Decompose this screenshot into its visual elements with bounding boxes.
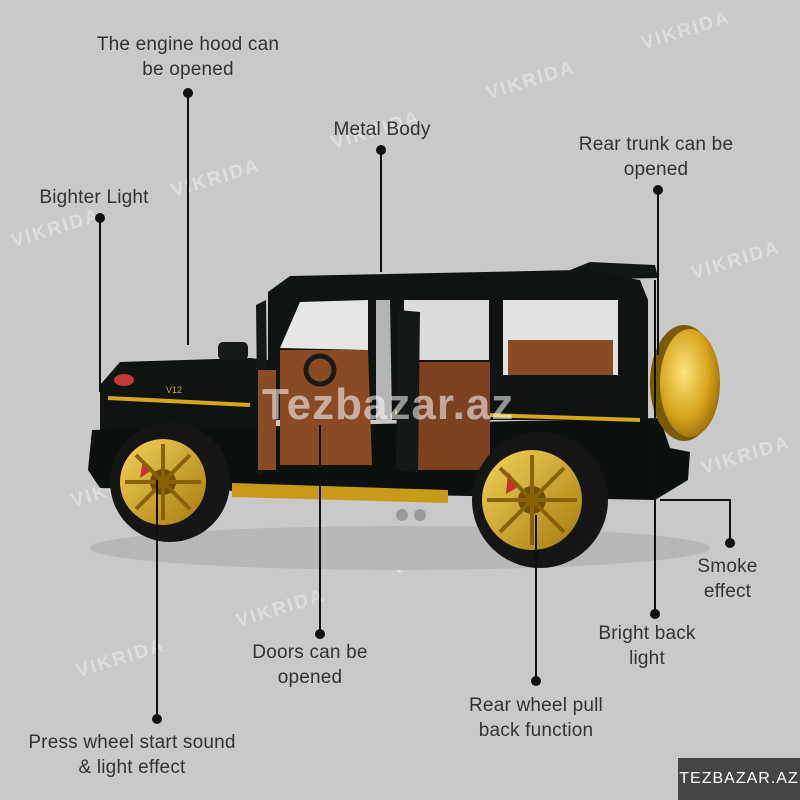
callout-brighter-light: Bighter Light <box>39 187 149 208</box>
callout-engine-hood: The engine hood can be opened <box>96 34 280 80</box>
callout-press-wheel: Press wheel start sound & light effect <box>28 732 236 778</box>
callout-lines <box>99 93 731 718</box>
callout-smoke-effect: Smoke effect <box>697 556 758 602</box>
badge-text: V12 <box>166 385 182 395</box>
site-badge: TEZBAZAR.AZ <box>678 758 800 800</box>
callout-dots <box>95 88 735 724</box>
callout-doors: Doors can be opened <box>252 642 368 688</box>
front-wheel <box>110 422 230 542</box>
rear-wheel <box>472 432 608 568</box>
car-interior <box>256 300 618 475</box>
spare-wheel <box>650 325 720 441</box>
callout-bright-back-light: Bright back light <box>598 623 696 669</box>
callout-metal-body: Metal Body <box>333 119 431 140</box>
callout-rear-trunk: Rear trunk can be opened <box>578 134 734 180</box>
callout-rear-wheel: Rear wheel pull back function <box>469 695 603 741</box>
watermark-site: Tezbazar.az <box>262 380 515 429</box>
